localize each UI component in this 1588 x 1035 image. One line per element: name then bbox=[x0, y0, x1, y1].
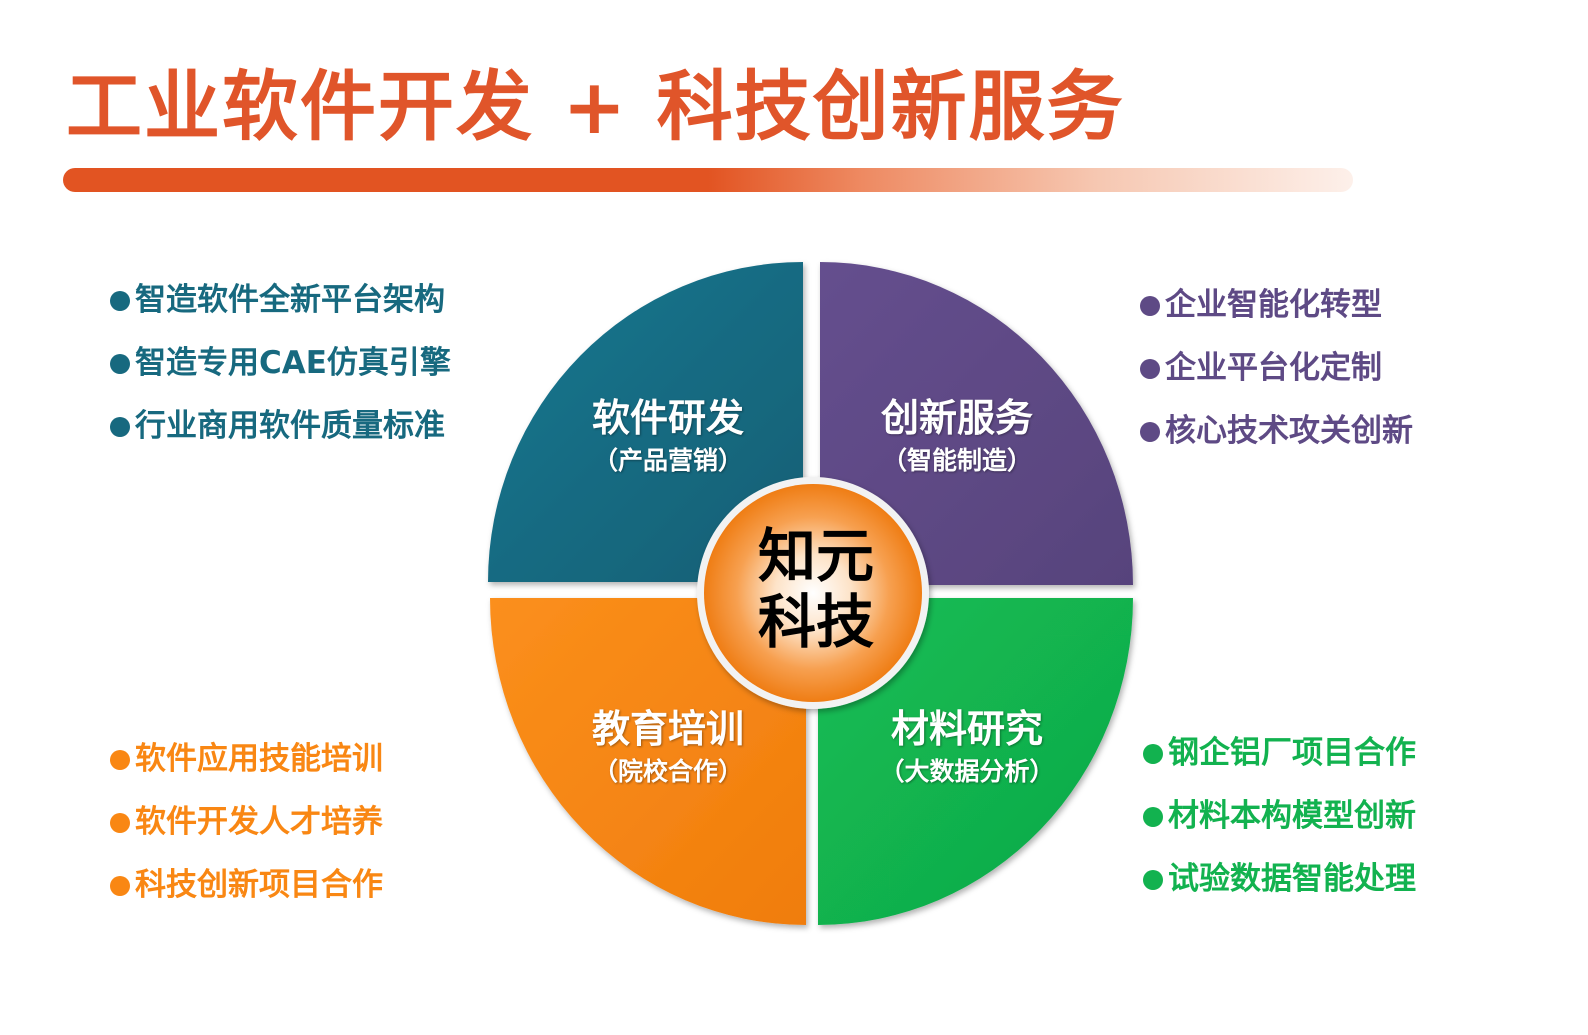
bullet-icon bbox=[110, 812, 130, 833]
list-item: 试验数据智能处理 bbox=[1143, 848, 1416, 911]
list-item: 企业智能化转型 bbox=[1140, 274, 1413, 337]
list-item: 智造专用CAE仿真引擎 bbox=[110, 332, 451, 395]
list-item: 软件开发人才培养 bbox=[110, 791, 383, 854]
list-item: 企业平台化定制 bbox=[1140, 337, 1413, 400]
bullet-icon bbox=[1140, 295, 1160, 316]
bullet-icon bbox=[1143, 869, 1163, 890]
list-item: 核心技术攻关创新 bbox=[1140, 400, 1413, 463]
center-brand-label: 知元 科技 bbox=[757, 522, 874, 656]
quadrant-education bbox=[490, 598, 806, 925]
bullet-icon bbox=[1143, 743, 1163, 764]
page-title: 工业软件开发 + 科技创新服务 bbox=[66, 62, 1125, 151]
education-feature-list: 软件应用技能培训 软件开发人才培养 科技创新项目合作 bbox=[110, 728, 383, 917]
quadrant-innovation bbox=[820, 262, 1133, 585]
list-item: 软件应用技能培训 bbox=[110, 728, 383, 791]
list-item: 行业商用软件质量标准 bbox=[110, 395, 451, 458]
bullet-icon bbox=[1143, 806, 1163, 827]
bullet-icon bbox=[1140, 358, 1160, 379]
bullet-icon bbox=[110, 416, 130, 437]
list-item: 钢企铝厂项目合作 bbox=[1143, 722, 1416, 785]
quadrant-software bbox=[488, 262, 803, 582]
materials-feature-list: 钢企铝厂项目合作 材料本构模型创新 试验数据智能处理 bbox=[1143, 722, 1416, 911]
bullet-icon bbox=[1140, 421, 1160, 442]
innovation-feature-list: 企业智能化转型 企业平台化定制 核心技术攻关创新 bbox=[1140, 274, 1413, 463]
list-item: 科技创新项目合作 bbox=[110, 854, 383, 917]
list-item: 材料本构模型创新 bbox=[1143, 785, 1416, 848]
bullet-icon bbox=[110, 290, 130, 311]
center-circle-fill bbox=[704, 484, 922, 702]
quadrant-label-education: 教育培训 （院校合作） bbox=[591, 707, 744, 786]
quadrant-label-materials: 材料研究 （大数据分析） bbox=[879, 707, 1055, 786]
bullet-icon bbox=[110, 875, 130, 896]
bullet-icon bbox=[110, 749, 130, 770]
quadrant-label-software: 软件研发 （产品营销） bbox=[591, 396, 744, 475]
software-feature-list: 智造软件全新平台架构 智造专用CAE仿真引擎 行业商用软件质量标准 bbox=[110, 269, 451, 458]
quadrant-label-innovation: 创新服务 （智能制造） bbox=[880, 396, 1033, 475]
list-item: 智造软件全新平台架构 bbox=[110, 269, 451, 332]
bullet-icon bbox=[110, 353, 130, 374]
title-underline-bar bbox=[63, 168, 1353, 192]
quadrant-materials bbox=[818, 598, 1133, 925]
